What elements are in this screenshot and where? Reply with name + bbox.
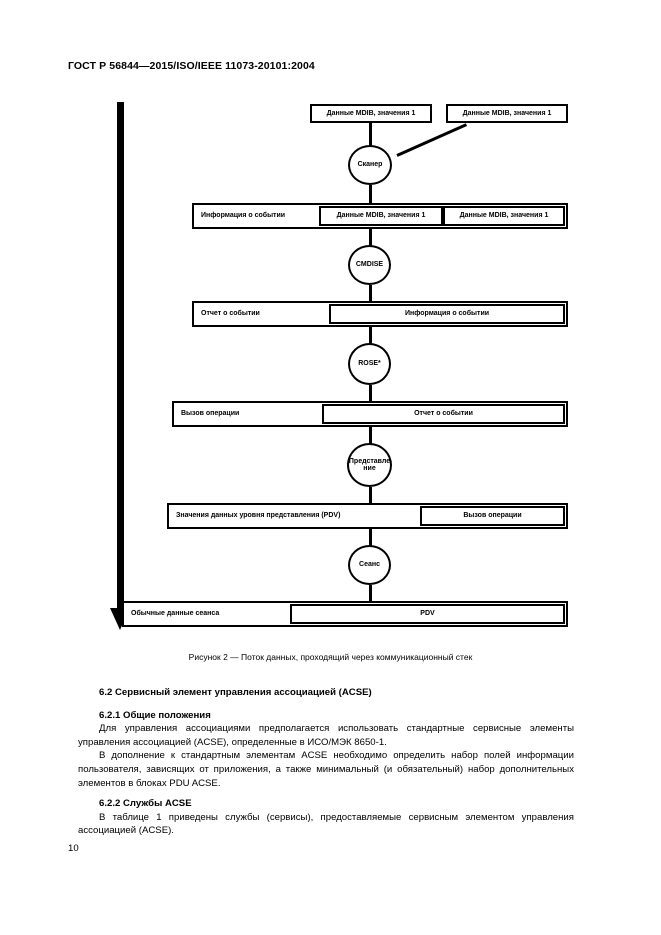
heading-6-2-2: 6.2.2 Службы ACSE <box>99 798 192 810</box>
node-operation-invoke-row5: Вызов операции <box>420 506 565 526</box>
node-mdib-values-row2-b: Данные MDIB, значения 1 <box>443 206 565 226</box>
connector-scanner-to-event-band <box>369 185 372 203</box>
node-label: ROSE* <box>358 360 381 368</box>
node-cmdise: CMDISE <box>348 245 391 285</box>
node-operation-invoke-row4: Вызов операции <box>175 404 322 424</box>
document-header-standard-reference: ГОСТ Р 56844—2015/ISO/IEEE 11073-20101:2… <box>68 60 315 72</box>
downward-data-flow-arrow <box>110 102 132 634</box>
node-label: Отчет о событии <box>414 410 473 418</box>
heading-6-2: 6.2 Сервисный элемент управления ассоциа… <box>99 687 372 698</box>
node-label: Данные MDIB, значения 1 <box>326 109 416 117</box>
page-number: 10 <box>68 843 79 854</box>
node-event-information-row3: Информация о событии <box>329 304 565 324</box>
node-label: Вызов операции <box>181 410 240 418</box>
connector-invoke-band-to-presentation <box>369 427 372 445</box>
figure-2-communication-stack-dataflow: Данные MDIB, значения 1 Данные MDIB, зна… <box>0 92 661 652</box>
connector-report-band-to-rose <box>369 327 372 345</box>
node-scanner: Сканер <box>348 145 392 185</box>
node-label: Информация о событии <box>201 212 286 220</box>
node-mdib-values-top-right: Данные MDIB, значения 1 <box>446 104 568 123</box>
node-label: PDV <box>420 610 435 618</box>
arrow-shaft <box>117 102 124 612</box>
connector-event-band-to-cmdise <box>369 229 372 247</box>
spacer <box>78 700 574 709</box>
figure-caption: Рисунок 2 — Поток данных, проходящий чер… <box>188 652 473 662</box>
page-body: 6.2 Сервисный элемент управления ассоциа… <box>78 686 574 838</box>
node-label: Обычные данные сеанса <box>131 610 220 618</box>
node-label: Отчет о событии <box>201 310 260 318</box>
heading-6-2-1: 6.2.1 Общие положения <box>99 709 211 721</box>
node-label: CMDISE <box>355 261 384 269</box>
node-mdib-values-row2-a: Данные MDIB, значения 1 <box>319 206 443 226</box>
node-label: Значения данных уровня представления (PD… <box>176 512 341 520</box>
connector-pdv-band-to-session <box>369 529 372 547</box>
connector-rose-to-invoke-band <box>369 385 372 403</box>
node-presentation-layer: Представле ние <box>347 443 392 487</box>
paragraph-acse-services-table-ref: В таблице 1 приведены службы (сервисы), … <box>78 811 574 837</box>
connector-mdib-to-scanner <box>369 123 372 150</box>
node-label: Сканер <box>357 161 383 169</box>
node-event-information-row2: Информация о событии <box>195 206 319 226</box>
node-mdib-values-top-left: Данные MDIB, значения 1 <box>310 104 432 123</box>
spacer <box>78 790 574 797</box>
node-label: Информация о событии <box>404 310 490 318</box>
connector-session-to-session-data-band <box>369 585 372 603</box>
node-pdv-values-row5: Значения данных уровня представления (PD… <box>170 506 420 526</box>
node-event-report-row4: Отчет о событии <box>322 404 565 424</box>
node-label: Данные MDIB, значения 1 <box>459 212 549 220</box>
connector-presentation-to-pdv-band <box>369 487 372 505</box>
node-session: Сеанс <box>348 545 391 585</box>
paragraph-acse-user-information: В дополнение к стандартным элементам ACS… <box>78 750 574 789</box>
connector-cmdise-to-report-band <box>369 285 372 303</box>
node-rose: ROSE* <box>348 343 391 385</box>
node-label: Данные MDIB, значения 1 <box>462 109 552 117</box>
node-label: Данные MDIB, значения 1 <box>336 212 426 220</box>
node-label: Сеанс <box>359 561 380 569</box>
node-pdv-row6: PDV <box>290 604 565 624</box>
node-normal-session-data-row6: Обычные данные сеанса <box>125 604 290 624</box>
node-label-line2: ние <box>363 465 376 472</box>
paragraph-acse-standard-elements: Для управления ассоциациями предполагает… <box>78 723 574 748</box>
node-label-line1: Представле <box>348 457 391 465</box>
node-event-report-row3: Отчет о событии <box>195 304 329 324</box>
node-label: Вызов операции <box>463 512 522 520</box>
connector-mdib-right-to-scanner <box>396 123 468 157</box>
